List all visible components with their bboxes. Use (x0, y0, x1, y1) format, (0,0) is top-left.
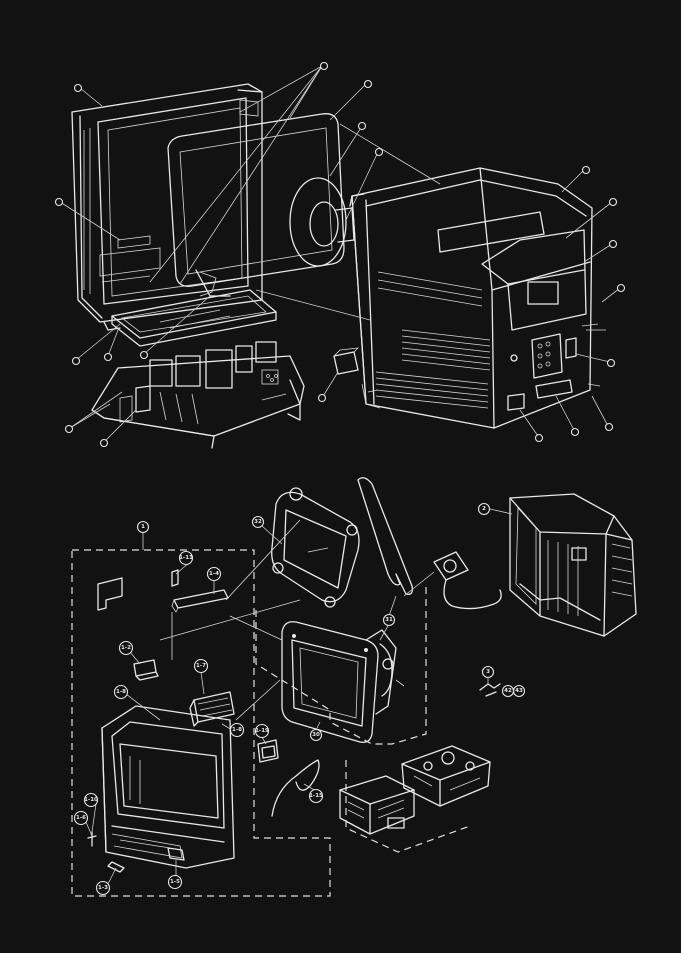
callout-c2: 2 (477, 502, 491, 516)
callout-circle (83, 792, 99, 808)
rear-cabinet (349, 167, 606, 429)
part-1-19 (257, 739, 279, 763)
lower-front-cabinet (101, 705, 235, 869)
callout-circle (113, 684, 129, 700)
callout-label: 1-8 (232, 727, 242, 733)
deflection-yoke (433, 551, 502, 610)
callout-c1-8a: 1-8 (113, 684, 129, 700)
callout-c1-7: 1-7 (193, 658, 209, 674)
callout-circle (477, 502, 491, 516)
callout-label: 31 (385, 617, 393, 623)
callout-label: 1-3 (98, 885, 108, 891)
callout-c1-8b: 1-8 (229, 722, 245, 738)
callout-c1-19: 1-19 (254, 723, 270, 739)
callout-label: 43 (515, 688, 523, 694)
callout-circle (308, 788, 324, 804)
callout-c32: 32 (251, 515, 265, 529)
screws (87, 831, 125, 873)
callout-label: 3 (486, 669, 490, 675)
callout-circle (512, 684, 526, 698)
tension-strap-31 (357, 477, 414, 595)
callout-circle (193, 658, 209, 674)
upper-callouts (54, 61, 626, 448)
callout-label: 1-4 (209, 571, 219, 577)
callout-circle (481, 665, 495, 679)
callout-c1-2: 1-2 (118, 640, 134, 656)
lower-leader-lines (85, 508, 513, 885)
upper-exploded-view (54, 61, 626, 449)
callout-c1-4: 1-4 (206, 566, 222, 582)
callout-circle (206, 566, 222, 582)
callout-c1: 1 (136, 520, 150, 534)
callout-label: 1 (141, 524, 145, 530)
small-module (333, 347, 360, 375)
callout-label: 30 (312, 732, 320, 738)
callout-c1-3: 1-3 (95, 880, 111, 896)
callout-circle (73, 810, 89, 826)
callout-c1-6: 1-6 (73, 810, 89, 826)
callout-c42: 42 (501, 684, 515, 698)
callout-label: 1-15 (309, 793, 323, 799)
degauss-coil-32 (271, 487, 360, 608)
chassis-tray (111, 289, 277, 347)
callout-c1-15: 1-15 (308, 788, 324, 804)
callout-label: 1-7 (196, 663, 206, 669)
callout-circle (118, 640, 134, 656)
callout-circle (95, 880, 111, 896)
upper-leader-lines (59, 65, 621, 443)
main-circuit-board (91, 341, 305, 449)
callout-c43: 43 (512, 684, 526, 698)
callout-c31: 31 (382, 613, 396, 627)
callout-circle (254, 723, 270, 739)
picture-tube-upper (167, 113, 355, 297)
callout-label: 1-19 (255, 728, 269, 734)
callout-c3: 3 (481, 665, 495, 679)
connector-1-2 (133, 659, 159, 681)
assembly-1-boundary (71, 549, 331, 897)
callout-label: 1-11 (179, 555, 193, 561)
callout-circle (136, 520, 150, 534)
bracket-parts (97, 569, 229, 660)
callout-circle (167, 874, 183, 890)
mechanism-unit (401, 745, 491, 807)
callout-c1-5: 1-5 (167, 874, 183, 890)
hardware-3-42-43 (479, 683, 501, 697)
callout-circle (309, 728, 323, 742)
callout-c30: 30 (309, 728, 323, 742)
callout-circle (229, 722, 245, 738)
cable-1-15 (271, 759, 320, 817)
callout-circle (251, 515, 265, 529)
callout-circle (178, 550, 194, 566)
callout-circle (382, 613, 396, 627)
tuner-boundary (345, 760, 471, 853)
rear-cabinet-2 (509, 493, 637, 637)
callout-label: 1-2 (121, 645, 131, 651)
callout-label: 1-10 (84, 797, 98, 803)
callout-label: 1-8 (116, 689, 126, 695)
picture-tube-30 (281, 621, 405, 743)
callout-label: 2 (482, 506, 486, 512)
callout-label: 32 (254, 519, 262, 525)
callout-label: 1-5 (170, 879, 180, 885)
control-board-1-7 (189, 691, 235, 727)
callout-label: 42 (504, 688, 512, 694)
tuner-unit (339, 775, 415, 835)
callout-c1-10: 1-10 (83, 792, 99, 808)
callout-label: 1-6 (76, 815, 86, 821)
callout-c1-11: 1-11 (178, 550, 194, 566)
